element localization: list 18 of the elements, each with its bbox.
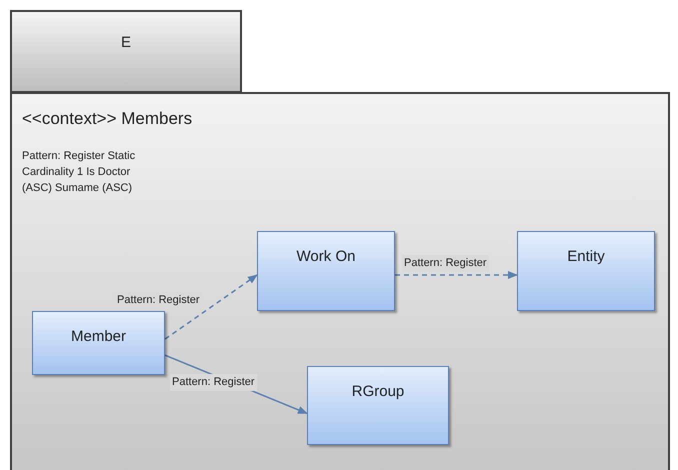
arrow	[395, 271, 518, 279]
panel-notes: Pattern: Register Static Cardinality 1 Is Doctor (ASC) Sumame (ASC)	[22, 149, 136, 196]
edge-label: Pattern: Register	[402, 255, 489, 272]
box-label: Entity	[567, 247, 605, 267]
panel-title: <<context>> Members	[22, 108, 192, 130]
edge-label: Pattern: Register	[115, 292, 202, 308]
class-box	[517, 231, 655, 311]
box-label: Member	[70, 327, 126, 347]
tab-box	[10, 10, 242, 93]
class-box	[32, 311, 165, 375]
class-box	[257, 231, 395, 311]
class-box	[307, 366, 449, 445]
context-panel	[10, 92, 670, 470]
box-label: RGroup	[352, 382, 404, 402]
edge-label: Pattern: Register	[170, 374, 257, 390]
box-label: Work On	[296, 247, 356, 267]
tab-label: E	[120, 33, 131, 53]
arrow	[164, 274, 258, 340]
